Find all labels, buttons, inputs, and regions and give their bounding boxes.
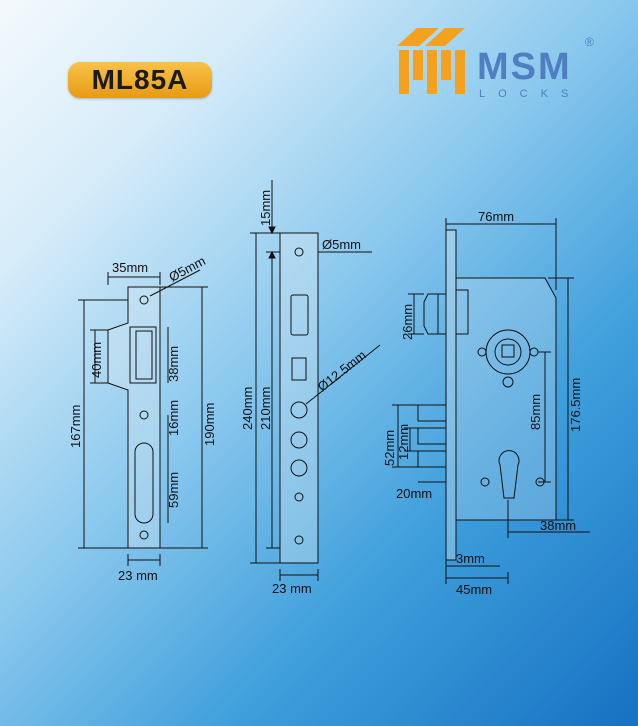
model-badge: ML85A	[68, 62, 212, 98]
faceplate-width: 23 mm	[272, 581, 312, 596]
faceplate-total: 240mm	[240, 387, 255, 430]
lock-body	[392, 218, 590, 584]
brand-tagline: LOCKS	[479, 88, 581, 100]
strike-slot-length: 59mm	[166, 472, 181, 508]
strike-cutout-height: 40mm	[89, 342, 104, 378]
strike-width-top: 35mm	[112, 260, 148, 275]
logo-mark-icon	[397, 28, 465, 94]
body-latch-height: 26mm	[400, 304, 415, 340]
strike-spacing: 16mm	[166, 400, 181, 436]
body-backset-bottom: 38mm	[540, 518, 576, 533]
faceplate-hole-diameter: Ø5mm	[322, 237, 361, 252]
strike-total-left: 167mm	[68, 405, 83, 448]
body-bolt-span: 52mm	[382, 430, 397, 466]
strike-width-bottom: 23 mm	[118, 568, 158, 583]
body-bolt-throw: 20mm	[396, 486, 432, 501]
brand-name: MSM	[477, 46, 572, 88]
strike-cutout-inner: 38mm	[166, 346, 181, 382]
registered-mark: ®	[585, 35, 594, 49]
faceplate	[250, 180, 381, 581]
msm-logo: MSM LOCKS ®	[397, 28, 594, 100]
body-width-top: 76mm	[478, 209, 514, 224]
strike-hole-diameter: Ø5mm	[166, 253, 207, 285]
body-backset: 45mm	[456, 582, 492, 597]
model-label: ML85A	[91, 64, 189, 95]
faceplate-cylinder-hole: Ø12.5mm	[315, 347, 369, 394]
strike-total-right: 190mm	[202, 403, 217, 446]
body-center-distance: 85mm	[528, 394, 543, 430]
body-height: 176.5mm	[568, 378, 583, 432]
faceplate-inner: 210mm	[258, 387, 273, 430]
body-plate-thickness: 3mm	[456, 551, 485, 566]
faceplate-top-offset: 15mm	[258, 190, 273, 226]
strike-plate	[78, 269, 208, 566]
faceplate-emblem-icon	[291, 357, 307, 381]
body-bolt-step: 12mm	[396, 424, 411, 460]
